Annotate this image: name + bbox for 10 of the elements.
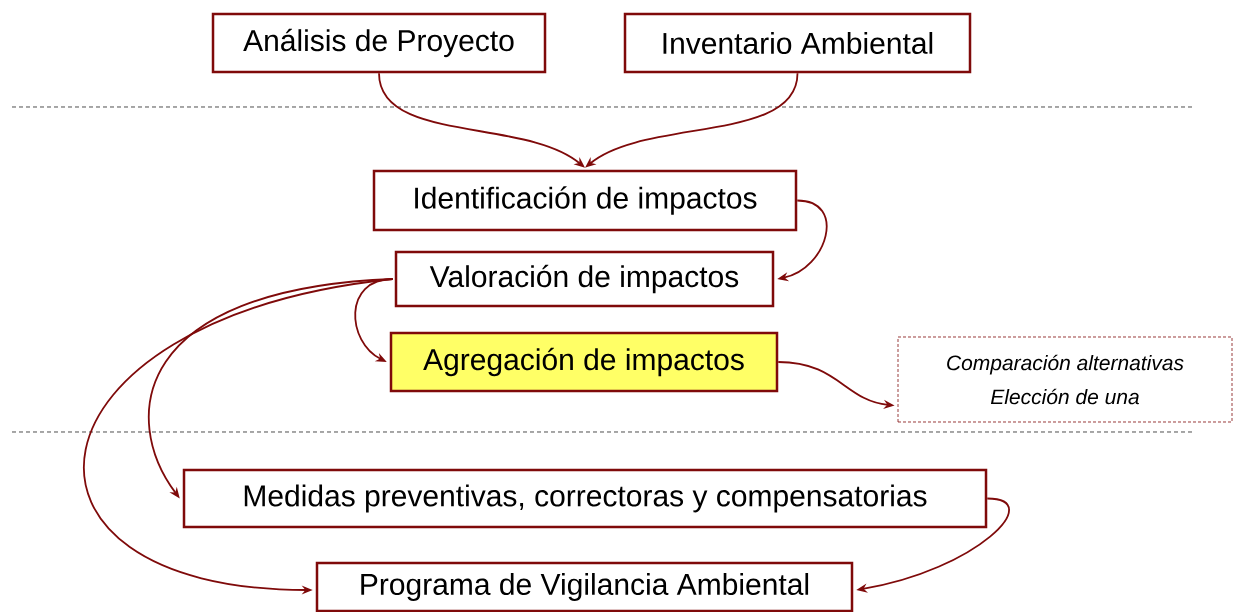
highlighted-box: Agregación de impactos <box>389 331 779 393</box>
arrow <box>585 72 799 168</box>
process-box: Identificación de impactos <box>372 169 798 232</box>
process-box: Análisis de Proyecto <box>211 12 547 74</box>
note-box: Comparación alternativas Elección de una <box>897 336 1233 423</box>
process-box: Programa de Vigilancia Ambiental <box>315 561 854 612</box>
arrow <box>378 72 585 168</box>
process-box: Valoración de impactos <box>394 250 775 308</box>
process-box: Inventario Ambiental <box>623 12 972 74</box>
process-box: Medidas preventivas, correctoras y compensatorias <box>182 468 988 529</box>
